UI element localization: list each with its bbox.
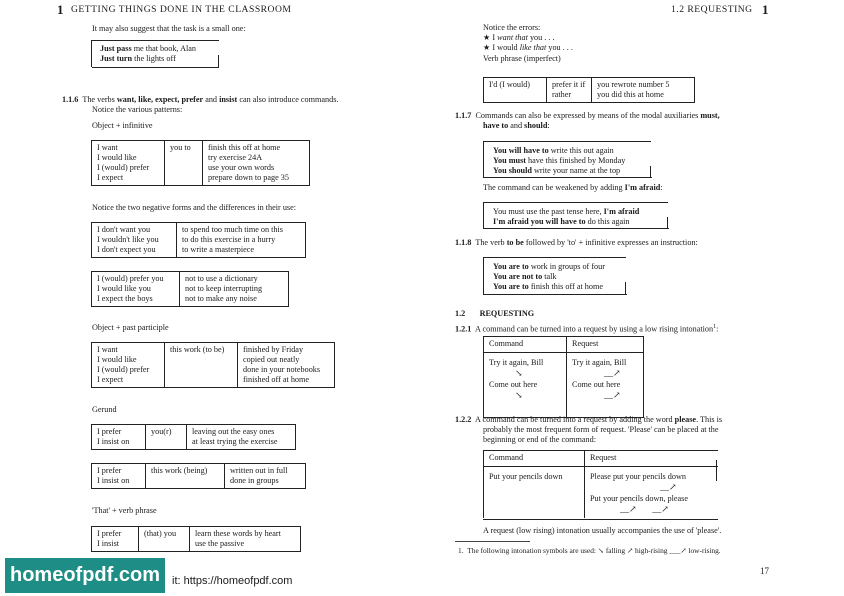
falling-intonation-icon: ↘ (515, 390, 523, 400)
page-number-left: 1 (57, 2, 64, 17)
low-rising-intonation-icon: __↗ __↗ (620, 504, 669, 514)
example-line: Just turn the lights off (100, 54, 176, 63)
low-rising-intonation-icon: __↗ (604, 368, 621, 378)
low-rising-intonation-icon: __↗ (660, 482, 677, 492)
example-line: You are to work in groups of four (493, 262, 605, 271)
section-1-1-8: 1.1.8 The verb to be followed by 'to' + … (455, 238, 698, 247)
section-1-1-7: 1.1.7 Commands can also be expressed by … (455, 111, 720, 120)
errors-label: Notice the errors: (483, 23, 541, 32)
falling-intonation-icon: ↘ (515, 368, 523, 378)
verb-phrase-label: Verb phrase (imperfect) (483, 54, 561, 63)
example-box-small-task: Just pass me that book, Alan Just turn t… (91, 40, 219, 68)
example-line: I'm afraid you will have to do this agai… (493, 217, 630, 226)
section-1-2-2-line2: probably the most frequent form of reque… (483, 425, 719, 434)
table-please-bottom-edge (483, 519, 718, 520)
example-line: You are to finish this off at home (493, 282, 603, 291)
negative-forms-intro: Notice the two negative forms and the di… (92, 203, 297, 212)
pattern-heading: Object + infinitive (92, 121, 153, 130)
section-heading-requesting: 1.2 REQUESTING (455, 309, 535, 318)
example-line: You must use the past tense here, I'm af… (493, 207, 640, 216)
intro-text: It may also suggest that the task is a s… (92, 24, 246, 33)
footnote-rule (455, 541, 530, 542)
watermark-url[interactable]: it: https://homeofpdf.com (172, 575, 293, 587)
example-line: You should write your name at the top (493, 166, 621, 175)
section-1-1-6-line2: Notice the various patterns: (92, 105, 183, 114)
error-example: ★ I want that you . . . (483, 33, 555, 42)
example-line: You must have this finished by Monday (493, 156, 626, 165)
example-line: You will have to write this out again (493, 146, 614, 155)
table-intonation: Command Request Try it again, Bill ↘ Com… (483, 336, 644, 418)
section-1-2-2: 1.2.2 A command can be turned into a req… (455, 415, 723, 424)
error-example: ★ I would like that you . . . (483, 43, 573, 52)
section-1-2-2-line3: beginning or end of the command: (483, 435, 597, 444)
pattern-heading: 'That' + verb phrase (92, 506, 157, 515)
pattern-heading: Gerund (92, 405, 117, 414)
example-box-modals: You will have to write this out again Yo… (483, 141, 652, 178)
table-please: Command Request Put your pencils down Pl… (483, 450, 718, 518)
page-number-header-right: 1 (762, 2, 769, 17)
example-box-be-to: You are to work in groups of four You ar… (483, 257, 627, 295)
page-number-right: 17 (760, 566, 769, 576)
example-line: You are not to talk (493, 272, 557, 281)
homeofpdf-logo[interactable]: homeofpdf.com (5, 558, 165, 593)
pattern-heading: Object + past participle (92, 323, 169, 332)
low-rising-intonation-icon: __↗ (604, 390, 621, 400)
table-please-right-edge (716, 460, 717, 481)
section-1-2-1: 1.2.1 A command can be turned into a req… (455, 324, 719, 334)
weaken-text: The command can be weakened by adding I'… (483, 183, 663, 192)
low-rising-note: A request (low rising) intonation usuall… (483, 526, 722, 535)
section-1-1-6: 1.1.6 The verbs want, like, expect, pref… (62, 95, 339, 104)
footnote: 1. The following intonation symbols are … (458, 546, 721, 555)
example-box-afraid: You must use the past tense here, I'm af… (483, 202, 669, 229)
example-line: Just pass me that book, Alan (100, 44, 196, 53)
section-1-1-7-line2: have to and should: (483, 121, 550, 130)
running-header-right: 1.2 REQUESTING (671, 4, 753, 15)
running-header-left: GETTING THINGS DONE IN THE CLASSROOM (71, 4, 292, 15)
